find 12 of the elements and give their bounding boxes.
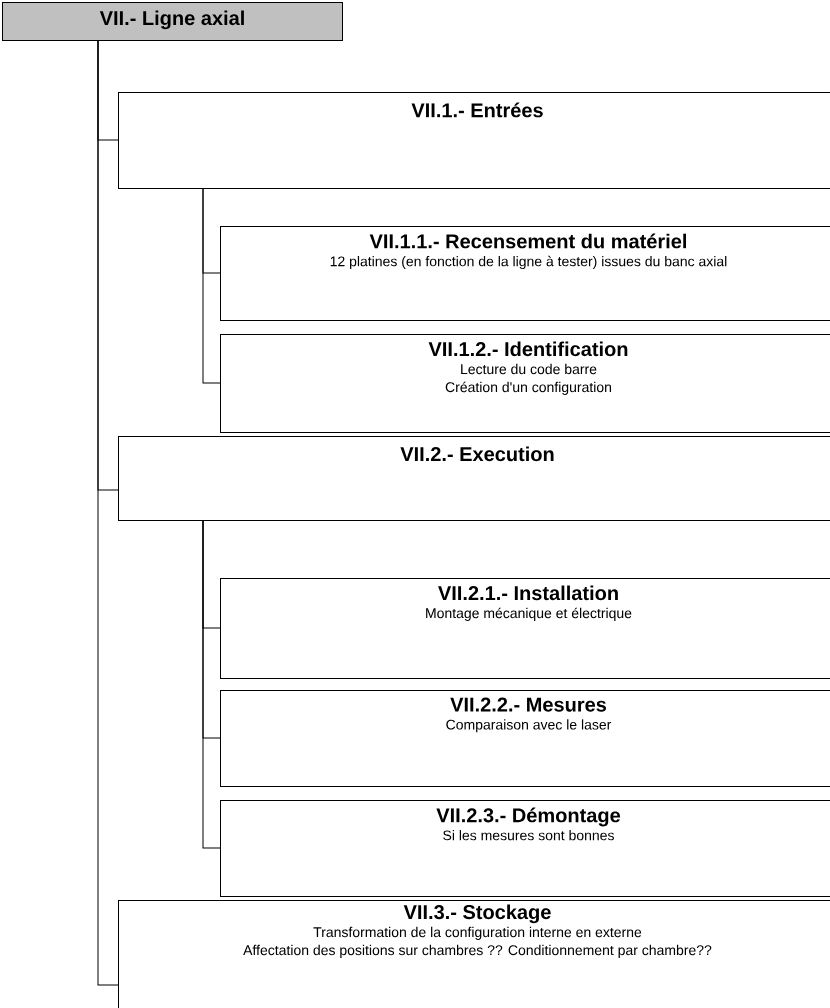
connector-line bbox=[202, 520, 221, 849]
title-box: VII.- Ligne axial bbox=[2, 2, 343, 41]
connector-line bbox=[97, 40, 119, 986]
task-box: VII.2.1.- Installation Montage mécanique et électrique bbox=[220, 578, 830, 679]
task-box: VII.1.2.- Identification Lecture du code barre Création d'un configuration bbox=[220, 334, 830, 433]
task-box: VII.3.- Stockage Transformation de la configuration interne en externe Affectation des positions sur chambres ?? Conditionnement par chambre?? bbox=[118, 900, 830, 1008]
task-box: VII.2.- Execution bbox=[118, 436, 830, 521]
task-box: VII.1.1.- Recensement du matériel 12 platines (en fonction de la ligne à tester) issues du banc axial bbox=[220, 226, 830, 321]
task-box: VII.2.2.- Mesures Comparaison avec le laser bbox=[220, 690, 830, 787]
connector-line bbox=[202, 188, 221, 384]
task-box: VII.2.3.- Démontage Si les mesures sont bonnes bbox=[220, 800, 830, 897]
task-box: VII.1.- Entrées bbox=[118, 92, 830, 189]
